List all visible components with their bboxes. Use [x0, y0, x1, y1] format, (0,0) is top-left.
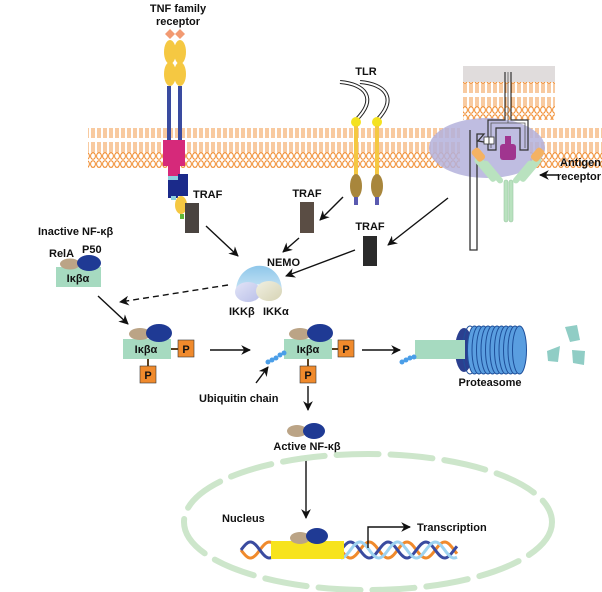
ikk-alpha-label: IKKα [263, 306, 289, 318]
ubiq-p-label: P [342, 344, 349, 356]
phospho-group [139, 365, 157, 384]
traf-tnf-label: TRAF [193, 189, 223, 201]
tlr-receptor [339, 80, 390, 205]
tnf-receptor-label-line2: receptor [156, 16, 201, 28]
proteasome [399, 325, 527, 375]
nucleus-label: Nucleus [222, 513, 265, 525]
ikk-beta-subunit [235, 282, 261, 302]
ikk-beta-label: IKKβ [229, 306, 255, 318]
ubiquitin-chain [265, 350, 287, 365]
arrow-tlr-to-traf [319, 196, 344, 221]
transcription-label: Transcription [417, 522, 487, 534]
antigen-receptor-complex [429, 72, 545, 251]
traf-antigen-label: TRAF [355, 221, 385, 233]
arrow-transcription [367, 522, 411, 548]
tnf-ligand-diamond [165, 29, 175, 39]
tnf-ligand-diamond [175, 29, 185, 39]
ubiquitin-chain-label: Ubiquitin chain [199, 393, 279, 405]
traf-tlr [300, 202, 314, 233]
dna-strand [339, 540, 459, 560]
inactive-nfkb-complex [56, 255, 101, 287]
arrow-traf-tnf-to-ikk [205, 225, 239, 257]
active-nfkb-label: Active NF-κβ [273, 441, 341, 453]
nfkb-binding-site [271, 541, 344, 559]
ubiq-p-label: P [304, 370, 311, 382]
arrow-inactive-to-phosphorylated [97, 295, 129, 325]
phospho-p-label: P [182, 344, 189, 356]
inactive-nfkb-title: Inactive NF-κβ [38, 226, 113, 238]
proteasome-ring [512, 325, 527, 375]
plasma-membrane [88, 128, 602, 168]
phospho-p-label: P [144, 370, 151, 382]
ubiquitinated-complex [265, 324, 355, 384]
nuclear-envelope [181, 451, 555, 592]
nuclear-nfkb-complex [290, 528, 328, 544]
arrow-ubiquitin-pointer [255, 366, 269, 384]
arrow-traf-tlr-to-nemo [282, 237, 300, 253]
traf-antigen [363, 236, 377, 266]
phospho-group [177, 339, 195, 358]
active-nfkb-complex [287, 423, 325, 439]
antigen-receptor-label-line1: Antigen [560, 157, 601, 169]
antigen-receptor-label-line2: receptor [557, 171, 602, 183]
proteasome-substrate [415, 340, 465, 359]
dna-strand [340, 540, 458, 560]
phosphorylated-complex [123, 324, 195, 384]
p50-label: P50 [82, 244, 102, 256]
traf-tlr-label: TRAF [292, 188, 322, 200]
tnf-family-receptor [163, 29, 188, 219]
phospho-ikba-label: Iκβα [135, 344, 158, 356]
ikk-complex [235, 265, 282, 302]
tlr-label: TLR [355, 66, 376, 78]
nemo-label: NEMO [267, 257, 300, 269]
ikk-alpha-subunit [256, 281, 282, 301]
traf-tnf [185, 203, 199, 233]
rela-label: RelA [49, 248, 74, 260]
apc-membrane [463, 66, 555, 120]
degraded-peptide-fragments [547, 325, 585, 365]
arrow-traf-antigen-to-ikk [285, 249, 356, 278]
proteasome-label: Proteasome [459, 377, 522, 389]
arrow-antigen-to-traf [387, 197, 449, 246]
tnf-receptor-label-line1: TNF family [150, 3, 207, 15]
inactive-ikba-label: Iκβα [67, 273, 90, 285]
arrow-ikk-to-inactive-complex [119, 284, 229, 306]
ubiq-ikba-label: Iκβα [297, 344, 320, 356]
